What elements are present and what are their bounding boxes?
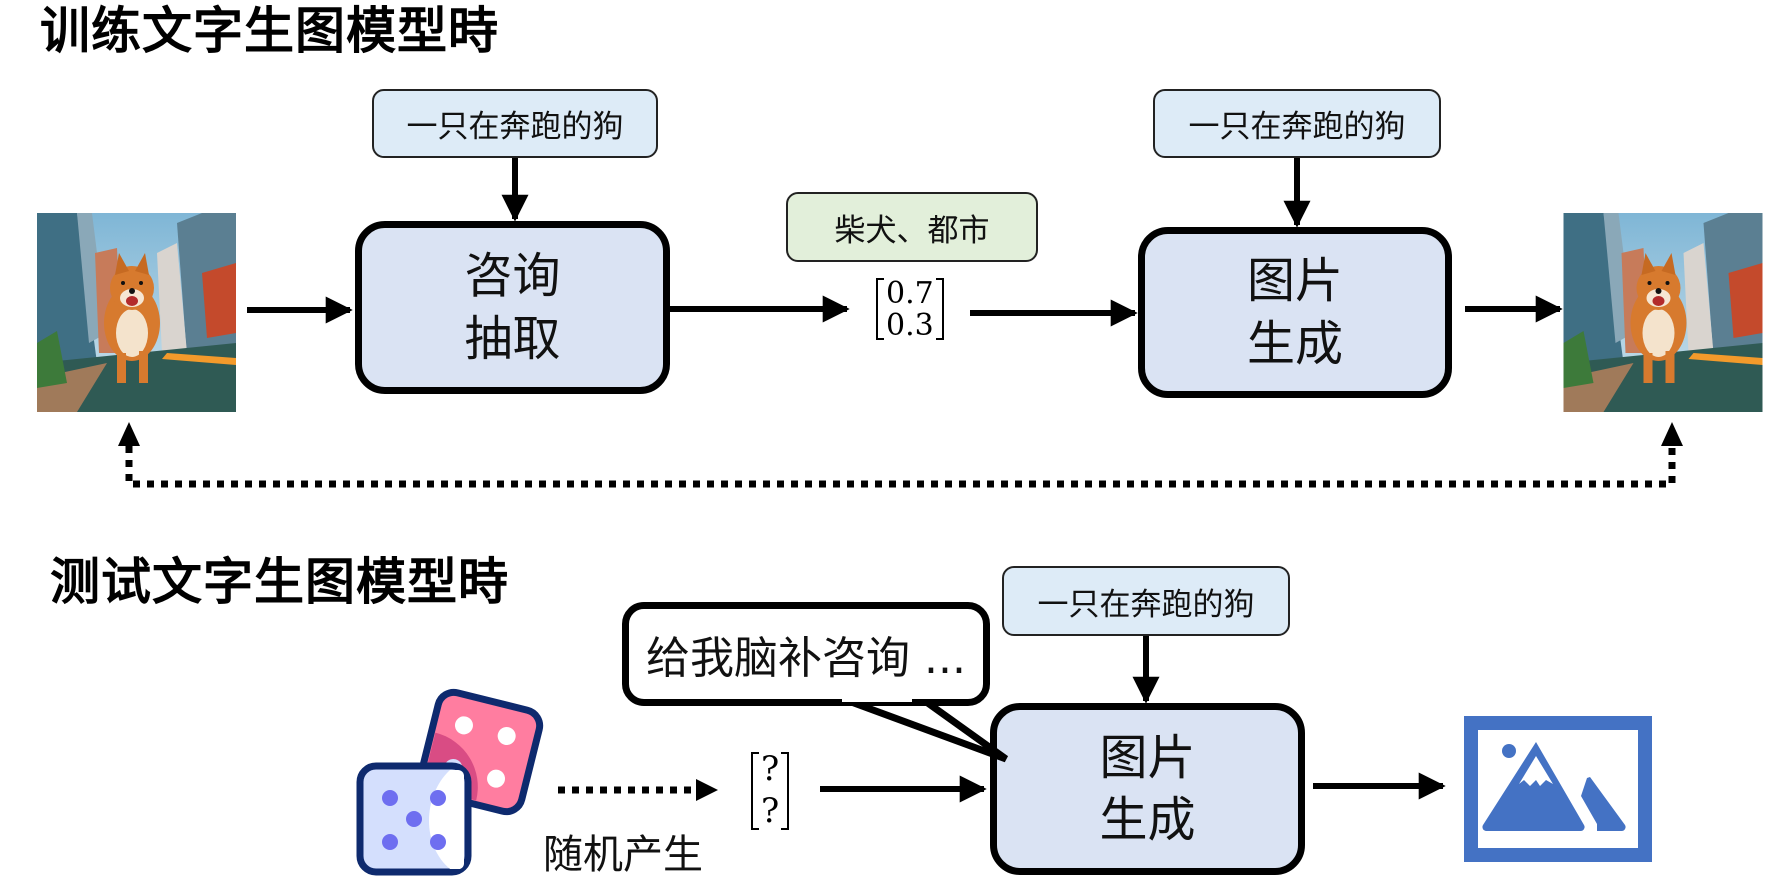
training-image-generator-box: 图片 生成 [1138, 227, 1452, 398]
generator-label-line2: 生成 [1246, 315, 1343, 372]
random-generate-label: 随机产生 [543, 832, 703, 878]
concept-vector: 0.7 0.3 [876, 276, 944, 343]
image-placeholder-icon [1464, 716, 1652, 862]
vector-left-bracket [876, 278, 884, 340]
extractor-label-line2: 抽取 [464, 310, 561, 367]
vector-value-0: ? [761, 749, 780, 789]
extractor-label-line1: 咨询 [464, 248, 561, 305]
unknown-vector: ? ? [751, 749, 790, 832]
loop-arrowhead-right [1661, 422, 1683, 446]
testing-image-generator-box: 图片 生成 [990, 703, 1305, 875]
generator-label-line1: 图片 [1246, 253, 1343, 310]
training-prompt-to-extractor: 一只在奔跑的狗 [372, 89, 658, 158]
vector-value-1: ? [761, 791, 780, 832]
vector-left-bracket [751, 752, 759, 830]
dog-photo-illustration [37, 213, 236, 412]
vector-value-1: 0.3 [886, 307, 934, 343]
dotted-arrowhead [696, 779, 718, 801]
blue-die [356, 762, 472, 876]
vector-right-bracket [781, 752, 790, 830]
speech-bubble: 给我脑补咨询 ... [622, 602, 990, 706]
generator-label-line1: 图片 [1099, 729, 1196, 786]
input-dog-photo [37, 213, 236, 412]
training-section-title: 训练文字生图模型時 [40, 2, 499, 60]
vector-right-bracket [935, 278, 944, 340]
loop-arrowhead-left [118, 422, 140, 446]
output-dog-photo [1563, 213, 1763, 412]
dog-photo-illustration [1563, 213, 1763, 412]
dice-icon [356, 688, 544, 876]
dotted-reconstruction-loop [125, 446, 1676, 488]
concept-extractor-box: 咨询 抽取 [355, 221, 670, 394]
testing-section-title: 测试文字生图模型時 [50, 553, 509, 611]
vector-value-0: 0.7 [886, 276, 934, 311]
generator-label-line2: 生成 [1099, 792, 1196, 848]
concept-tags-box: 柴犬、都市 [786, 192, 1038, 262]
testing-prompt-to-generator: 一只在奔跑的狗 [1002, 566, 1290, 636]
training-prompt-to-generator: 一只在奔跑的狗 [1153, 89, 1441, 158]
